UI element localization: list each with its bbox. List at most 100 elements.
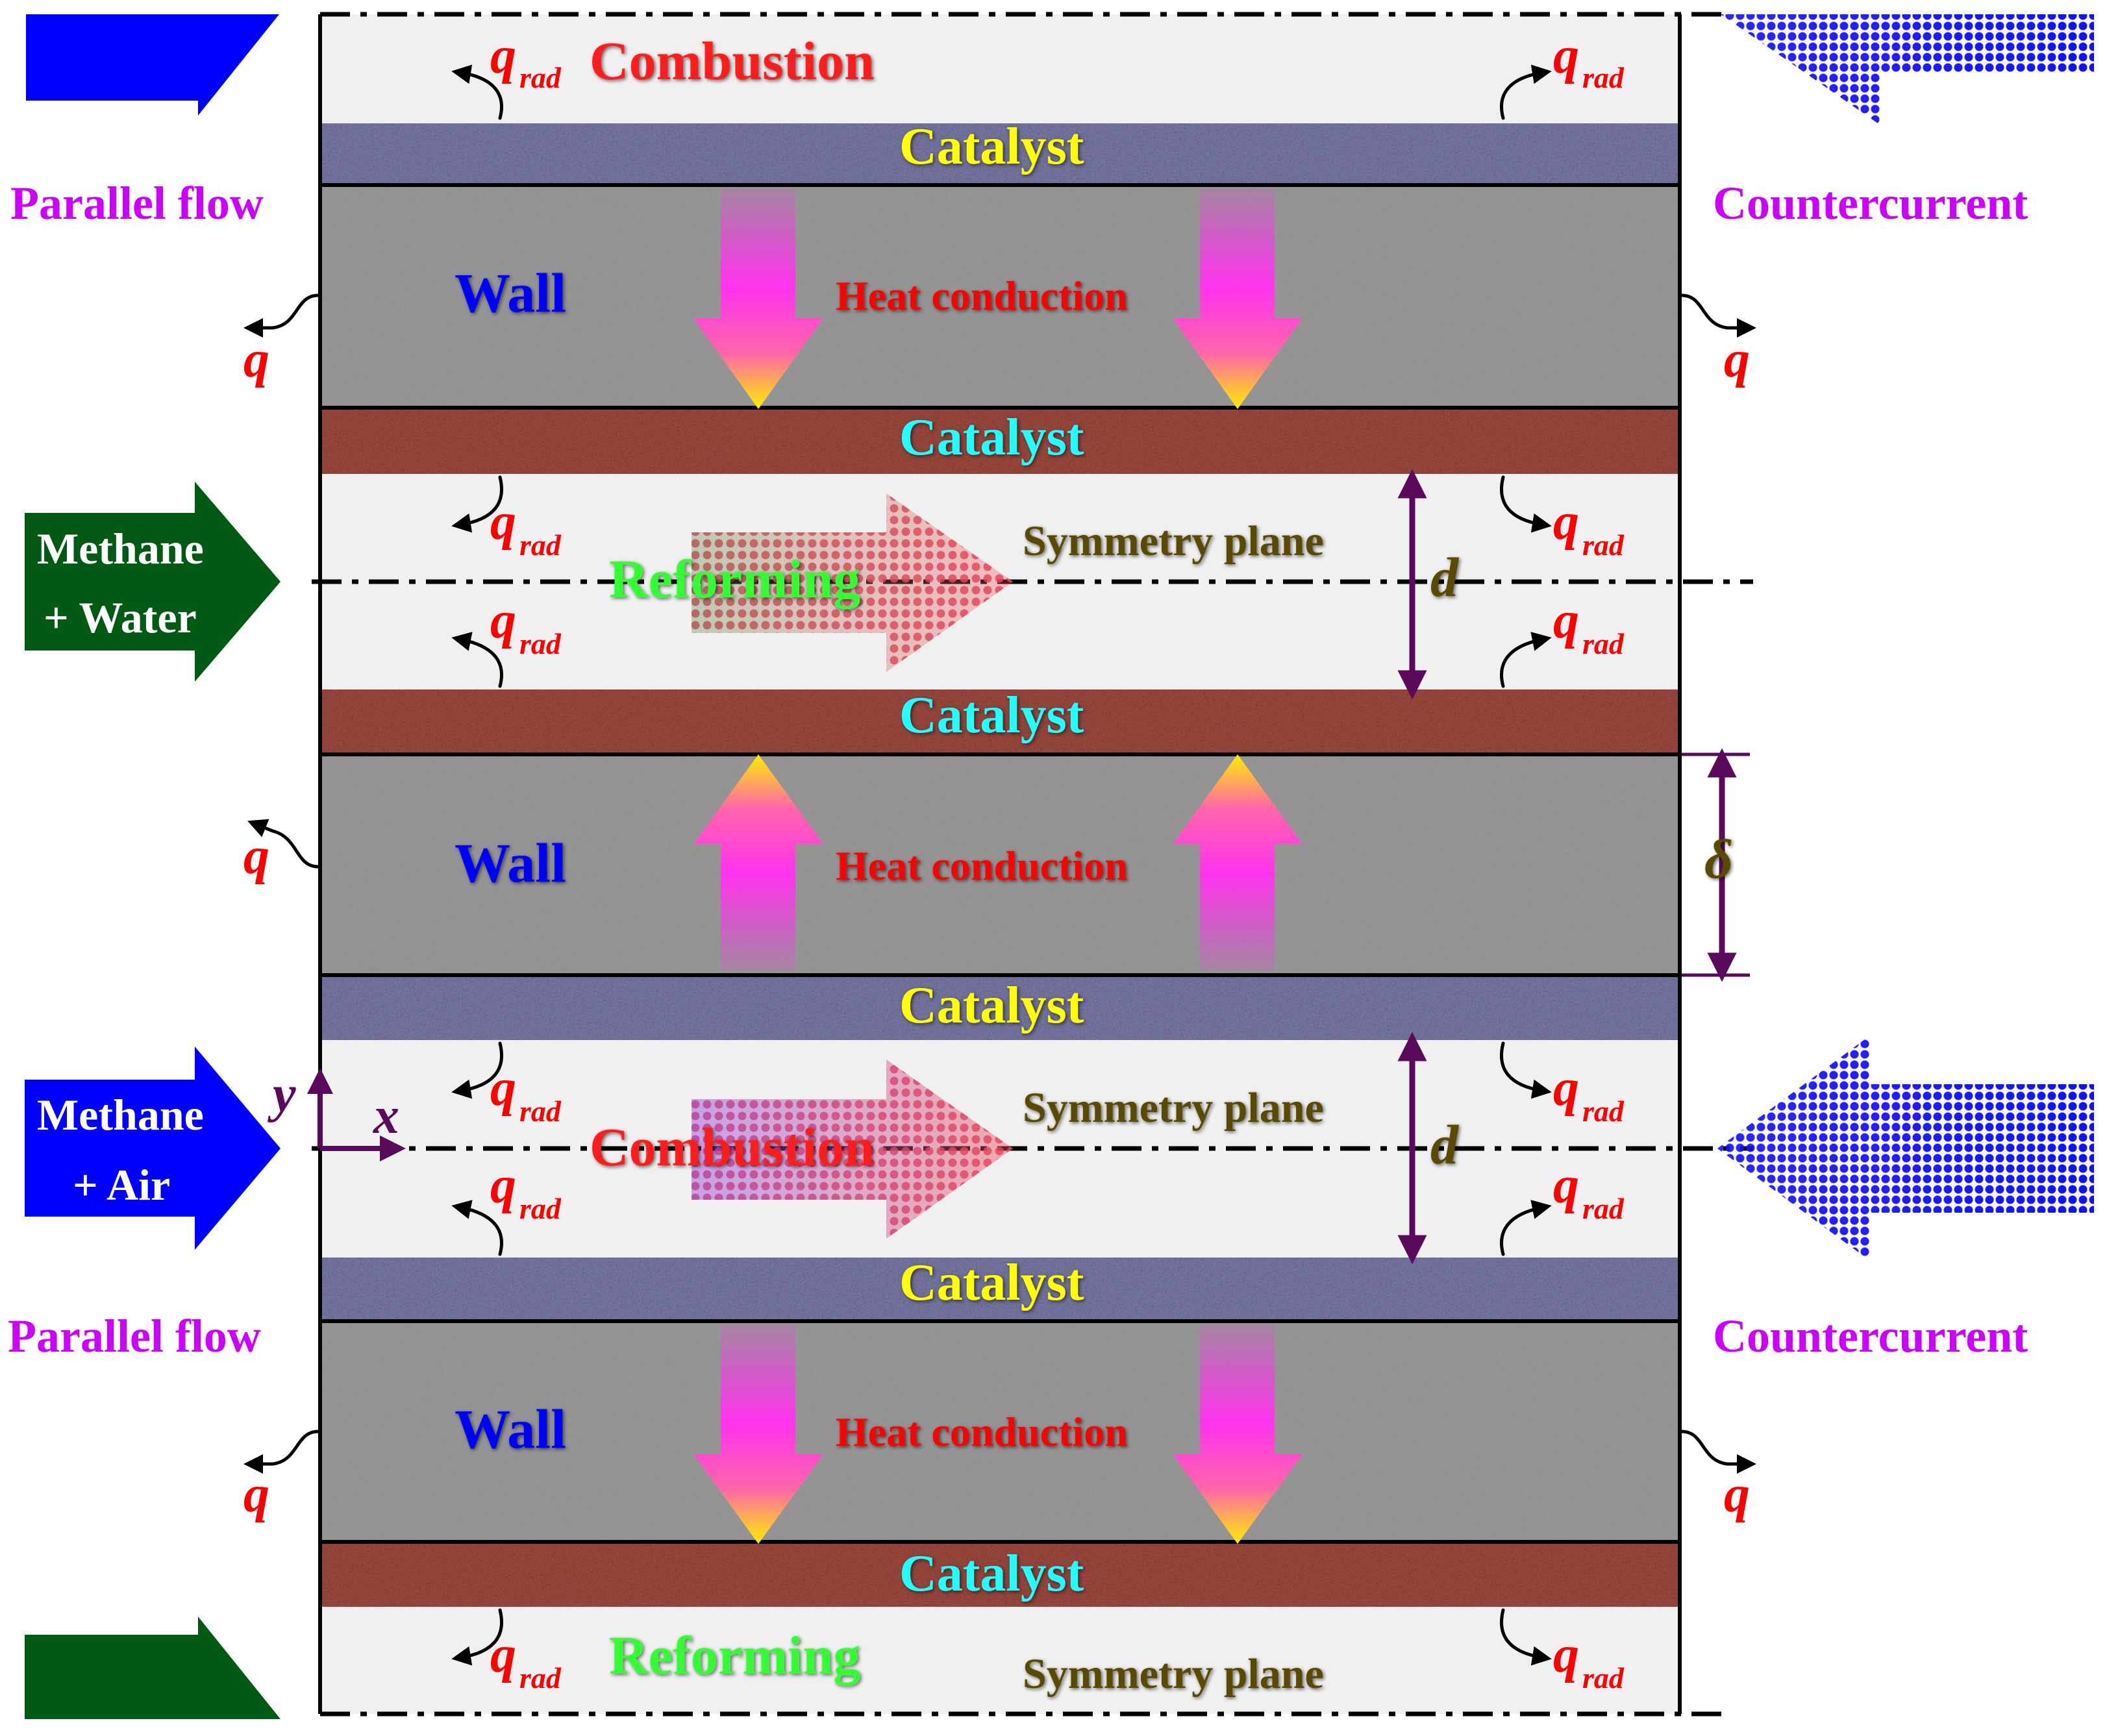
q-heat-loss-label: q xyxy=(243,331,269,388)
svg-text:rad: rad xyxy=(1582,1095,1625,1128)
heat-conduction-label: Heat conduction xyxy=(836,1409,1128,1455)
svg-text:rad: rad xyxy=(1582,627,1625,660)
q-heat-loss-label: q xyxy=(1724,1466,1750,1523)
catalyst-label: Catalyst xyxy=(899,1545,1084,1602)
catalyst-label: Catalyst xyxy=(899,1254,1084,1311)
svg-text:rad: rad xyxy=(519,1192,562,1225)
coordinate-axes xyxy=(307,1068,406,1161)
q-heat-loss-label: q xyxy=(243,1466,269,1523)
curved-arrow-icon xyxy=(451,1041,503,1099)
q-rad-label: q rad xyxy=(1553,1060,1625,1128)
symmetry-plane-label: Symmetry plane xyxy=(1023,517,1324,565)
catalyst-label: Catalyst xyxy=(899,977,1084,1034)
curved-arrow-icon xyxy=(1500,1608,1552,1666)
svg-text:q: q xyxy=(490,27,516,84)
dimension-ticks xyxy=(1682,752,1750,977)
q-rad-label: q rad xyxy=(490,493,562,562)
inlet-methane-label: Methane xyxy=(37,1090,204,1139)
right-arrow-icon xyxy=(26,14,279,116)
q-heat-loss-label: q xyxy=(243,828,269,885)
layer-borders xyxy=(318,14,1682,1714)
svg-text:rad: rad xyxy=(519,1661,562,1694)
dimension-d-label: d xyxy=(1430,546,1460,608)
curved-arrow-icon xyxy=(1500,64,1552,120)
wall-layer-2 xyxy=(320,754,1680,975)
right-arrow-icon xyxy=(25,1047,281,1250)
radiation-arrows xyxy=(243,64,1756,1666)
dimension-delta-label: δ xyxy=(1704,828,1733,890)
parallel-flow-label: Parallel flow xyxy=(10,177,264,229)
left-arrow-icon xyxy=(1717,1035,2094,1261)
catalyst-layer-reforming-2 xyxy=(320,689,1680,754)
combustion-label: Combustion xyxy=(590,1117,875,1178)
svg-text:q: q xyxy=(1553,493,1579,551)
q-rad-label: q rad xyxy=(490,27,562,94)
curved-arrow-icon xyxy=(243,293,320,338)
curved-arrow-icon xyxy=(1500,475,1552,533)
dimension-d-label: d xyxy=(1430,1113,1460,1176)
q-rad-label: q rad xyxy=(490,1157,562,1225)
catalyst-label: Catalyst xyxy=(899,118,1084,175)
axis-x-label: x xyxy=(373,1087,399,1145)
svg-text:q: q xyxy=(490,1626,516,1683)
countercurrent-label: Countercurrent xyxy=(1713,1310,2028,1362)
svg-text:q: q xyxy=(1553,1626,1579,1683)
wall-layer-1 xyxy=(320,185,1680,408)
catalyst-label: Catalyst xyxy=(899,409,1084,466)
svg-text:q: q xyxy=(1553,27,1579,84)
reforming-label: Reforming xyxy=(609,1626,860,1686)
heat-flux-arrow-icon xyxy=(1173,754,1303,971)
wall-label: Wall xyxy=(455,832,566,894)
heat-flux-arrow-icon xyxy=(693,1324,823,1544)
wall-label: Wall xyxy=(455,262,566,324)
curved-arrow-icon xyxy=(247,819,320,869)
curved-arrow-icon xyxy=(1500,1041,1552,1099)
heat-flux-arrow-icon xyxy=(1173,188,1303,409)
curved-arrow-icon xyxy=(451,632,503,688)
curved-arrow-icon xyxy=(1500,632,1552,688)
q-rad-label: q rad xyxy=(1553,592,1625,660)
svg-text:q: q xyxy=(490,1157,516,1214)
symmetry-plane-label: Symmetry plane xyxy=(1023,1084,1324,1132)
curved-arrow-icon xyxy=(1680,293,1756,338)
svg-text:q: q xyxy=(490,592,516,649)
svg-text:rad: rad xyxy=(1582,1192,1625,1225)
catalyst-layer-combustion-3 xyxy=(320,1258,1680,1321)
q-rad-label: q rad xyxy=(1553,1157,1625,1225)
reforming-channel-bottom xyxy=(320,1607,1680,1714)
symmetry-plane-label: Symmetry plane xyxy=(1023,1650,1324,1698)
q-rad-labels: q rad q rad q rad q rad q rad q rad q ra… xyxy=(490,27,1625,1694)
inlet-methane-label: Methane xyxy=(37,524,204,573)
inlet-water-label: + Water xyxy=(44,593,197,642)
curved-arrow-icon xyxy=(451,475,503,533)
svg-text:q: q xyxy=(1553,592,1579,649)
heat-flux-arrow-icon xyxy=(693,188,823,409)
heat-conduction-label: Heat conduction xyxy=(836,843,1128,889)
combustion-channel-top xyxy=(320,14,1680,123)
svg-text:rad: rad xyxy=(519,528,562,562)
svg-text:rad: rad xyxy=(519,627,562,660)
q-heat-loss-label: q xyxy=(1724,331,1750,388)
curved-arrow-icon xyxy=(243,1430,320,1474)
dimension-arrows xyxy=(1397,469,1737,1265)
svg-text:rad: rad xyxy=(1582,528,1625,562)
parallel-flow-label: Parallel flow xyxy=(8,1310,261,1362)
catalyst-layer-reforming-1 xyxy=(320,408,1680,474)
catalyst-layer-combustion-2 xyxy=(320,975,1680,1040)
q-rad-label: q rad xyxy=(1553,1626,1625,1694)
right-arrow-icon xyxy=(25,1617,281,1719)
heat-flux-arrow-icon xyxy=(1173,1324,1303,1544)
curved-arrow-icon xyxy=(451,64,503,120)
catalyst-layer-reforming-3 xyxy=(320,1542,1680,1607)
catalyst-layer-combustion-1 xyxy=(320,123,1680,185)
q-rad-label: q rad xyxy=(490,1626,562,1694)
svg-text:rad: rad xyxy=(519,1095,562,1128)
curved-arrow-icon xyxy=(1680,1430,1756,1474)
svg-text:q: q xyxy=(490,493,516,551)
left-arrow-icon xyxy=(1721,14,2094,125)
wall-layer-3 xyxy=(320,1321,1680,1542)
countercurrent-label: Countercurrent xyxy=(1713,177,2028,229)
curved-arrow-icon xyxy=(1500,1200,1552,1256)
heat-arrows xyxy=(693,188,1303,1544)
